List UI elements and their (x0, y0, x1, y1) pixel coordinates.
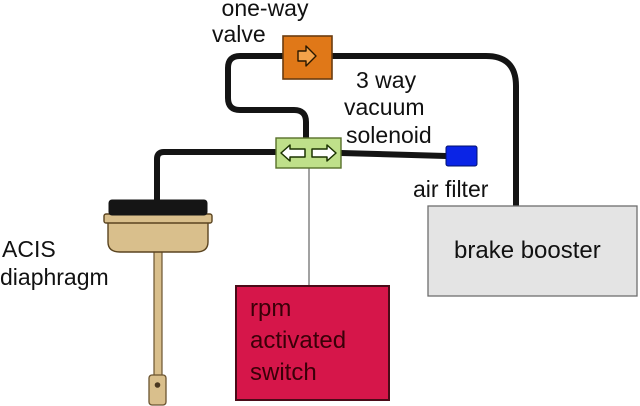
hose-valve-to-solenoid (225, 53, 309, 141)
diaphragm-rod (153, 249, 163, 387)
brake-booster-label: brake booster (454, 237, 601, 264)
rpm-switch-label: rpm activated switch (250, 293, 346, 389)
air-filter-label: air filter (413, 176, 489, 202)
diaphragm-rod-end (148, 374, 167, 406)
solenoid-label-line: solenoid (346, 122, 432, 148)
acis-diaphragm-label: ACIS diaphragm (0, 236, 109, 290)
solenoid-label: 3 way vacuum solenoid (344, 67, 450, 148)
three-way-vacuum-solenoid (275, 137, 342, 169)
diaphragm-cap (108, 199, 208, 216)
rod-end-hole (154, 382, 161, 388)
rpm-switch-label-line: rpm (250, 295, 292, 322)
diaphragm-body (107, 221, 209, 253)
hose-diaphragm-to-solenoid (154, 149, 279, 204)
one-way-valve (282, 35, 333, 80)
vacuum-hoses (154, 53, 519, 209)
air-filter (445, 145, 478, 167)
double-arrow-icon (280, 144, 337, 162)
rpm-activated-switch (235, 285, 390, 401)
hose-valve-to-booster (329, 53, 519, 209)
right-arrow-icon (297, 45, 317, 67)
solenoid-label-line: 3 way (356, 67, 417, 93)
acis-diaphragm (103, 199, 213, 406)
one-way-valve-label-line: one-way (221, 0, 309, 21)
one-way-valve-label-line: valve (212, 21, 266, 47)
one-way-valve-label: one-way valve (212, 0, 318, 47)
rpm-switch-label-line: switch (250, 359, 317, 386)
rpm-switch-label-line: activated (250, 327, 347, 354)
solenoid-label-line: vacuum (344, 94, 425, 120)
acis-diaphragm-label-line: ACIS (2, 236, 56, 262)
acis-diaphragm-label-line: diaphragm (0, 264, 109, 290)
hose-solenoid-to-air-filter (338, 150, 449, 159)
brake-booster (427, 205, 638, 297)
